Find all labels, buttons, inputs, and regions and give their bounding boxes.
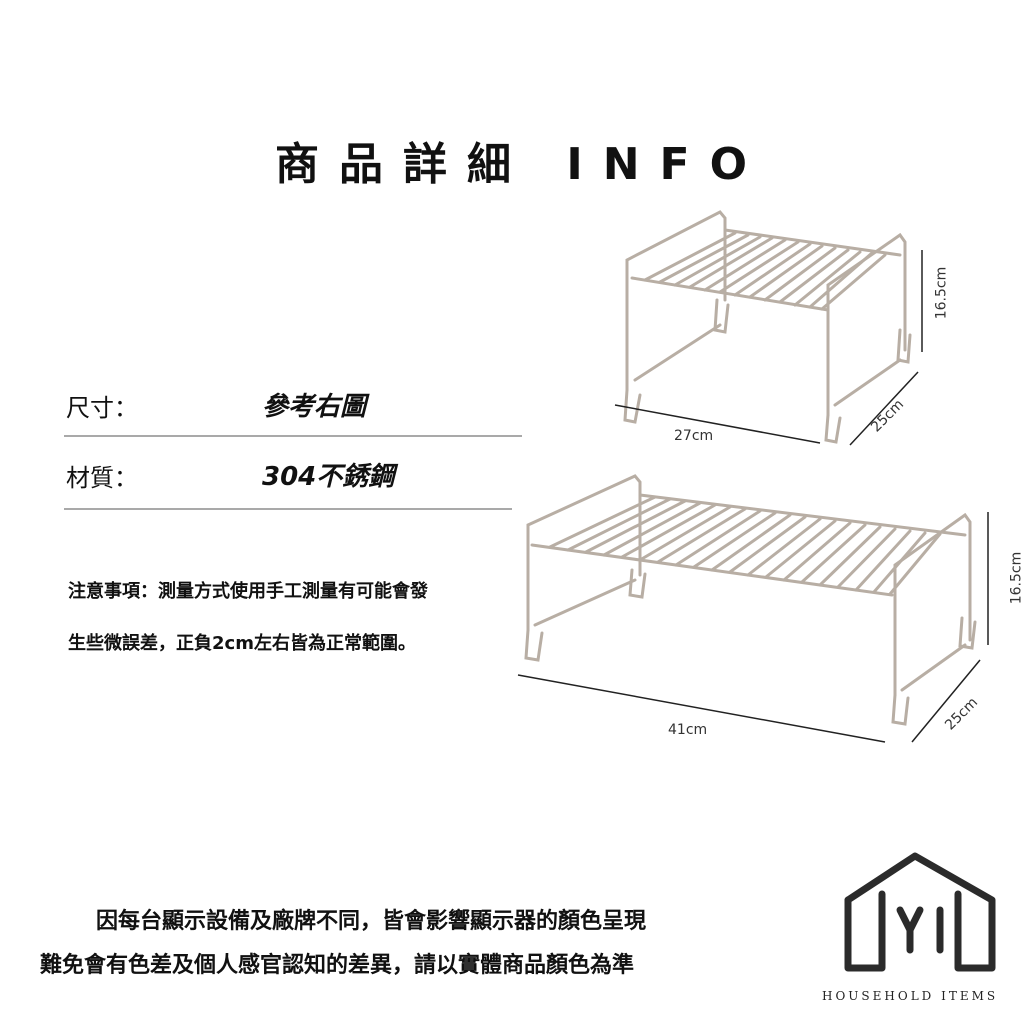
note-line-1: 注意事項：測量方式使用手工測量有可能會發 [68, 581, 428, 602]
color-disclaimer: 因每台顯示設備及廠牌不同，皆會影響顯示器的顏色呈現 難免會有色差及個人感官認知的… [40, 900, 820, 988]
page-title: 商品詳細 INFO [275, 139, 767, 190]
spec-label-size: 尺寸： [66, 394, 138, 422]
measurement-note: 注意事項：測量方式使用手工測量有可能會發 生些微誤差，正負2cm左右皆為正常範圍… [68, 566, 518, 670]
spec-value-material: 304不銹鋼 [262, 462, 395, 492]
small-rack-image [614, 210, 923, 446]
spec-label-material: 材質： [66, 464, 138, 492]
spec-row-size: 尺寸： 參考右圖 [66, 388, 522, 428]
brand-logo-icon [844, 852, 996, 972]
brand-tagline: HOUSEHOLD ITEMS [822, 989, 999, 1003]
spec-value-size: 參考右圖 [262, 392, 367, 422]
note-line-2: 生些微誤差，正負2cm左右皆為正常範圍。 [68, 633, 416, 654]
large-rack-width: 41cm [668, 722, 708, 738]
divider [64, 508, 512, 510]
large-rack-height: 16.5cm [1008, 551, 1024, 605]
disclaimer-line-1: 因每台顯示設備及廠牌不同，皆會影響顯示器的顏色呈現 [96, 909, 647, 934]
spec-row-material: 材質： 304不銹鋼 [66, 458, 522, 498]
divider [64, 435, 522, 437]
disclaimer-line-2: 難免會有色差及個人感官認知的差異，請以實體商品顏色為準 [40, 953, 635, 978]
small-rack-height: 16.5cm [933, 266, 950, 320]
large-rack-image [517, 474, 989, 743]
small-rack-width: 27cm [674, 428, 714, 444]
